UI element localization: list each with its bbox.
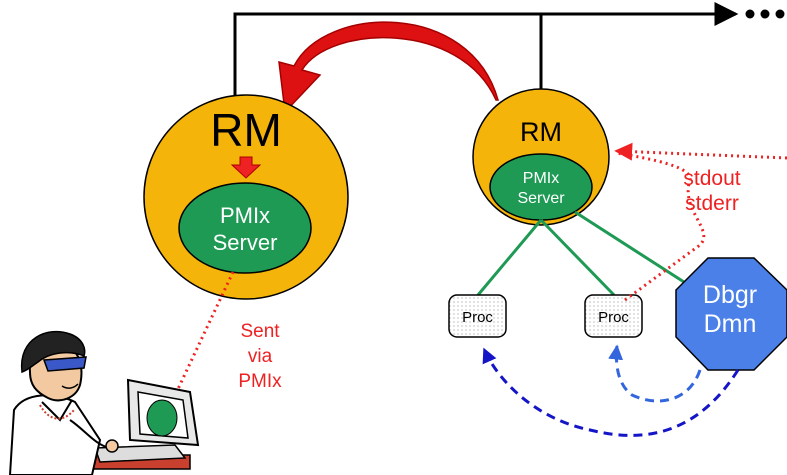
io-label-stdout: stdout [683, 167, 740, 190]
left-server-line2: Server [213, 230, 278, 255]
right-rm-label: RM [520, 117, 562, 147]
debugger-daemon: Dbgr Dmn [675, 257, 787, 371]
left-server-line1: PMIx [220, 203, 270, 228]
io-forwarding [614, 142, 787, 302]
sent-path [168, 271, 235, 408]
left-rm-node: RM PMIx Server [143, 94, 349, 300]
left-rm-down-arrow [230, 156, 262, 179]
migration-arrow [278, 21, 499, 114]
proc-box-2: Proc [584, 294, 643, 338]
right-server-line1: PMIx [523, 170, 559, 187]
server-links [476, 210, 713, 302]
sent-label-line2: via [248, 346, 273, 367]
right-pmix-server [489, 153, 593, 221]
daemon-line1: Dbgr [703, 281, 757, 309]
debug-attach-paths [482, 344, 740, 437]
daemon-line2: Dmn [704, 310, 757, 338]
proc-label-2: Proc [598, 309, 629, 326]
sent-label-line1: Sent [240, 321, 280, 342]
sent-label-line3: PMIx [238, 371, 282, 392]
right-server-line2: Server [517, 190, 565, 207]
io-label-stderr: stderr [685, 192, 739, 215]
left-rm-label: RM [210, 104, 282, 156]
proc-box-1: Proc [448, 294, 507, 338]
proc-label-1: Proc [462, 309, 493, 326]
ellipsis-dots-icon [745, 9, 785, 19]
right-rm-node: RM PMIx Server [472, 88, 610, 226]
network-bus [233, 2, 739, 120]
user-at-computer-icon [8, 330, 200, 475]
left-pmix-server [178, 182, 312, 274]
